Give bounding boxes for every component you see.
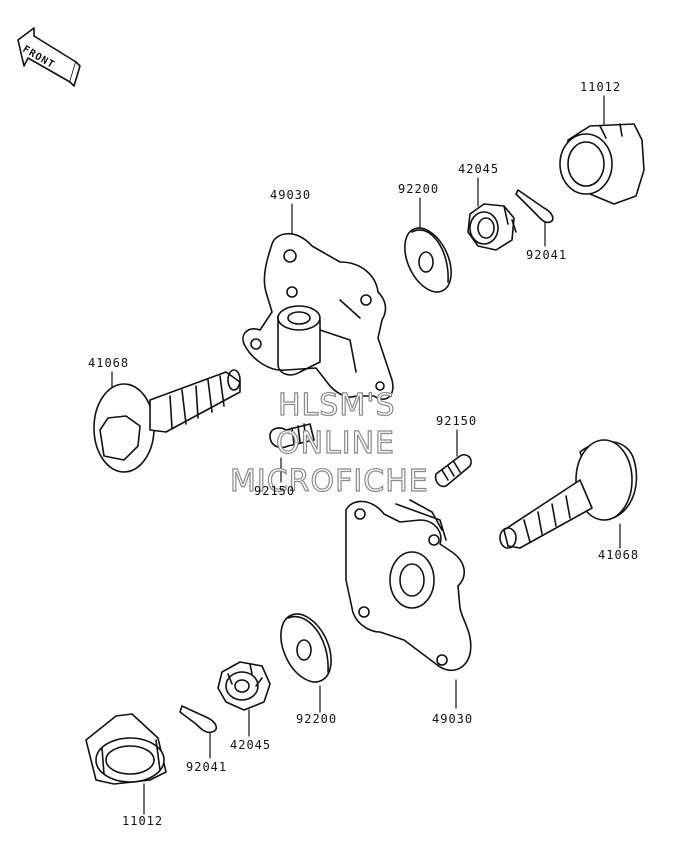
callout-41068-left: 41068: [88, 356, 130, 370]
hub-49030-top: [242, 232, 394, 400]
callout-41068-right: 41068: [598, 548, 640, 562]
stud-92150-left: [269, 423, 315, 449]
watermark-line-3: MICROFICHE: [229, 464, 429, 499]
watermark-line-1: HLSM'S: [277, 388, 396, 423]
callout-92200-top: 92200: [398, 182, 440, 196]
nut-42045-top: [467, 203, 517, 251]
cap-11012-top: [559, 123, 645, 205]
callout-49030-top: 49030: [270, 188, 312, 202]
cotter-pin-92041-top: [515, 189, 554, 224]
watermark-line-2: ONLINE: [275, 426, 396, 461]
washer-92200-bottom: [280, 613, 332, 683]
axle-bolt-41068-left: [93, 369, 241, 473]
nut-42045-bottom: [217, 661, 271, 711]
front-arrow-icon: [17, 27, 81, 87]
washer-92200-top: [404, 227, 452, 293]
leader-lines: [111, 95, 621, 815]
callout-42045-bottom: 42045: [230, 738, 272, 752]
hub-49030-bottom: [345, 499, 472, 672]
callout-11012-bottom: 11012: [122, 814, 164, 828]
callout-92200-bottom: 92200: [296, 712, 338, 726]
callout-92041-top: 92041: [526, 248, 568, 262]
callout-49030-bottom: 49030: [432, 712, 474, 726]
axle-bolt-41068-right: [499, 439, 638, 549]
callout-42045-top: 42045: [458, 162, 500, 176]
callout-92150-right: 92150: [436, 414, 478, 428]
callout-11012-top: 11012: [580, 80, 622, 94]
cap-11012-bottom: [85, 713, 167, 785]
stud-92150-right: [434, 453, 472, 488]
callout-92041-bottom: 92041: [186, 760, 228, 774]
callout-92150-left: 92150: [254, 484, 296, 498]
cotter-pin-92041-bottom: [179, 705, 218, 734]
